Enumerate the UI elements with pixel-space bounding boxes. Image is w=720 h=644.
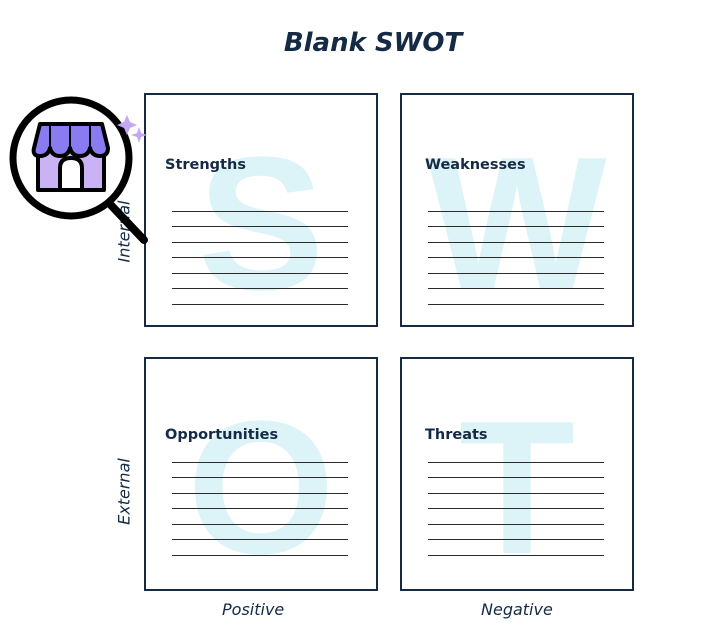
sparkle-icon [117, 115, 147, 143]
axis-label-positive: Positive [222, 600, 285, 619]
writing-lines [428, 447, 604, 556]
quadrant-title-weaknesses: Weaknesses [425, 157, 526, 173]
quadrant-title-strengths: Strengths [165, 157, 246, 173]
writing-lines [428, 196, 604, 305]
writing-lines [172, 447, 348, 556]
watermark-letter-o: O [187, 382, 335, 591]
watermark-letter-t: T [458, 382, 576, 591]
quadrant-title-opportunities: Opportunities [165, 427, 279, 443]
axis-label-negative: Negative [481, 600, 553, 619]
watermark-letter-s: S [197, 118, 325, 327]
writing-lines [172, 196, 348, 305]
quadrant-strengths: S Strengths [144, 93, 378, 327]
storefront-icon [31, 122, 110, 192]
magnifying-glass-storefront-icon [9, 96, 148, 244]
quadrant-weaknesses: W Weaknesses [400, 93, 634, 327]
quadrant-opportunities: O Opportunities [144, 357, 378, 591]
page-title: Blank SWOT [283, 28, 463, 58]
quadrant-title-threats: Threats [425, 427, 488, 443]
watermark-letter-w: W [427, 118, 607, 327]
quadrant-threats: T Threats [400, 357, 634, 591]
axis-label-external: External [114, 458, 134, 525]
